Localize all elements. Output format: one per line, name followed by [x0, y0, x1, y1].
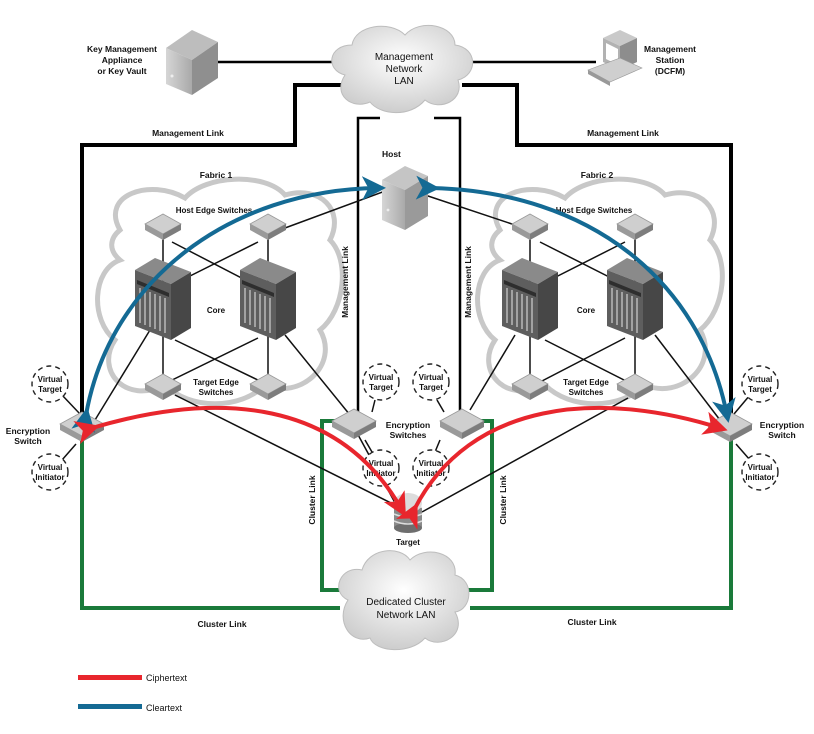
key-vault-label-3: or Key Vault — [97, 66, 146, 76]
virtual-target-right-label-2: Target — [748, 385, 772, 394]
virtual-initiator-right — [741, 453, 779, 491]
management-lan-label-2: Network — [386, 64, 424, 75]
cleartext-flows — [71, 175, 736, 433]
fabric1-target-edge-label-1: Target Edge — [193, 378, 239, 387]
cluster-link-label-center-right: Cluster Link — [498, 475, 508, 524]
virtual-initiator-right-label-1: Virtual — [748, 463, 773, 472]
fabric1-core-switch-2 — [239, 257, 297, 341]
cluster-lan-cloud: Dedicated Cluster Network LAN — [338, 550, 470, 651]
legend-cleartext-swatch — [78, 704, 142, 709]
ciphertext-arrow-right — [396, 405, 728, 530]
virtual-target-left-label-1: Virtual — [38, 375, 63, 384]
enc-switch-right-label-1: Encryption — [760, 420, 804, 430]
fabric2-target-edge-label-2: Switches — [569, 388, 604, 397]
virtual-target-center-left-label-2: Target — [369, 383, 393, 392]
virtual-target-left-label-2: Target — [38, 385, 62, 394]
virtual-target-center-left-label-1: Virtual — [369, 373, 394, 382]
ciphertext-flows — [73, 405, 728, 530]
cluster-link-left — [80, 440, 340, 610]
mgmt-link-label-center-left: Management Link — [340, 246, 350, 318]
virtual-initiator-center-right-label-1: Virtual — [419, 459, 444, 468]
enc-switch-left-label-1: Encryption — [6, 426, 50, 436]
fabric2-core-switch-1 — [501, 257, 559, 341]
key-vault-server-icon — [166, 30, 218, 95]
enc-switches-center-label-2: Switches — [390, 430, 427, 440]
fabric2-core-label: Core — [577, 306, 596, 315]
cluster-link-right — [470, 440, 733, 610]
virtual-target-center-right-label-1: Virtual — [419, 373, 444, 382]
virtual-target-center-right — [412, 363, 450, 401]
key-vault-label-2: Appliance — [102, 55, 143, 65]
mgmt-link-label-left: Management Link — [152, 128, 224, 138]
virtual-target-right — [741, 365, 779, 403]
virtual-target-right-label-1: Virtual — [748, 375, 773, 384]
fabric1-host-edge-label: Host Edge Switches — [176, 206, 253, 215]
encryption-switch-center-left — [331, 408, 377, 440]
enc-switch-left-label-2: Switch — [14, 436, 41, 446]
virtual-initiator-left-label-2: Initiator — [35, 473, 64, 482]
mgmt-link-label-center-right: Management Link — [463, 246, 473, 318]
virtual-initiator-left — [31, 453, 69, 491]
fabric1-target-edge-label-2: Switches — [199, 388, 234, 397]
virtual-target-left — [31, 365, 69, 403]
fabric1-label: Fabric 1 — [200, 170, 233, 180]
key-vault-label-1: Key Management — [87, 44, 157, 54]
virtual-target-center-right-label-2: Target — [419, 383, 443, 392]
target-label: Target — [396, 538, 420, 547]
cluster-link-label-center-left: Cluster Link — [307, 475, 317, 524]
management-station-label-1: Management — [644, 44, 696, 54]
virtual-initiator-left-label-1: Virtual — [38, 463, 63, 472]
legend-cleartext-label: Cleartext — [146, 703, 183, 713]
legend-ciphertext-swatch — [78, 675, 142, 680]
enc-switches-center-label-1: Encryption — [386, 420, 430, 430]
legend: Ciphertext Cleartext — [78, 673, 188, 713]
ciphertext-arrow-left — [73, 405, 406, 517]
management-lan-cloud: Management Network LAN — [331, 25, 474, 114]
cluster-link-label-right: Cluster Link — [567, 617, 616, 627]
management-station-label-2: Station — [656, 55, 685, 65]
management-station-label-3: (DCFM) — [655, 66, 685, 76]
management-station-computer-icon — [587, 30, 643, 86]
fabric2-target-edge-label-1: Target Edge — [563, 378, 609, 387]
cluster-lan-label-2: Network LAN — [377, 610, 436, 621]
legend-ciphertext-label: Ciphertext — [146, 673, 188, 683]
virtual-initiator-right-label-2: Initiator — [745, 473, 774, 482]
fabric1-core-label: Core — [207, 306, 226, 315]
fabric2-label: Fabric 2 — [581, 170, 614, 180]
virtual-target-center-left — [362, 363, 400, 401]
mgmt-link-label-right: Management Link — [587, 128, 659, 138]
host-label: Host — [382, 149, 401, 159]
fabric2-host-edge-label: Host Edge Switches — [556, 206, 633, 215]
cluster-link-label-left: Cluster Link — [197, 619, 246, 629]
management-lan-label-3: LAN — [394, 76, 413, 87]
cluster-link-center-right — [456, 419, 494, 592]
cluster-lan-label-1: Dedicated Cluster — [366, 597, 446, 608]
enc-switch-right-label-2: Switch — [768, 430, 795, 440]
fabric2-core-switch-2 — [606, 257, 664, 341]
host-server-icon — [382, 166, 428, 230]
cluster-link-center — [320, 419, 360, 592]
cleartext-arrow-left — [71, 176, 386, 433]
encryption-switch-center-right — [439, 408, 485, 440]
cleartext-arrow-right — [415, 175, 736, 423]
management-lan-label-1: Management — [375, 52, 434, 63]
